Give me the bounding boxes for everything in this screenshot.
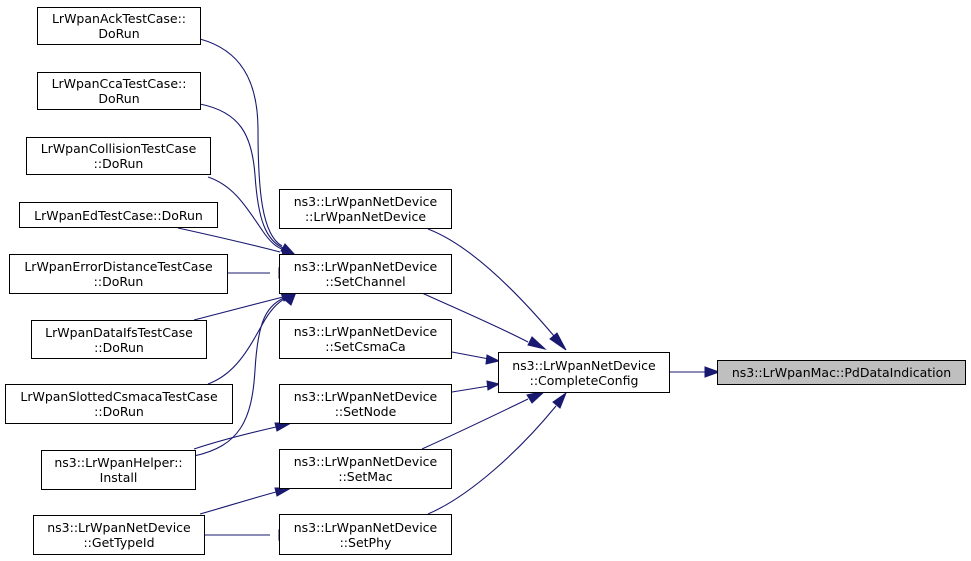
edge-setchannel-to-complete <box>421 292 529 343</box>
node-lrwpan-ed-testcase-dorun[interactable]: LrWpanEdTestCase::DoRun <box>19 202 218 228</box>
edge-collision-to-setchannel <box>207 176 285 251</box>
node-lrwpan-slotted-csmaca-testcase-dorun[interactable]: LrWpanSlottedCsmacaTestCase ::DoRun <box>5 384 233 424</box>
node-lrwpan-netdevice-completeconfig[interactable]: ns3::LrWpanNetDevice ::CompleteConfig <box>498 352 670 393</box>
node-label-line-1: LrWpanCcaTestCase:: <box>51 76 187 91</box>
node-label-line-1: LrWpanAckTestCase:: <box>51 11 187 26</box>
node-lrwpan-ack-testcase-dorun[interactable]: LrWpanAckTestCase:: DoRun <box>37 7 201 45</box>
arrowhead-complete-mid-upper <box>485 354 501 365</box>
node-lrwpan-error-distance-testcase-dorun[interactable]: LrWpanErrorDistanceTestCase ::DoRun <box>9 254 228 294</box>
node-label-line-1: LrWpanCollisionTestCase <box>40 141 197 156</box>
node-lrwpan-helper-install[interactable]: ns3::LrWpanHelper:: Install <box>41 450 196 490</box>
node-lrwpan-cca-testcase-dorun[interactable]: LrWpanCcaTestCase:: DoRun <box>37 72 201 110</box>
node-label-line-1: LrWpanDataIfsTestCase <box>45 324 193 340</box>
node-label-line-1: ns3::LrWpanNetDevice <box>293 259 438 274</box>
node-label-line-2: ::CompleteConfig <box>529 372 639 388</box>
node-label-line-2: ::SetNode <box>334 404 397 419</box>
node-label-line-1: ns3::LrWpanHelper:: <box>54 455 183 470</box>
edge-slotted-to-setchannel <box>207 297 287 385</box>
node-label-line-1: ns3::LrWpanNetDevice <box>512 357 656 373</box>
node-label-line-1: LrWpanEdTestCase::DoRun <box>34 207 203 223</box>
edge-dataifs-to-setchannel <box>193 296 284 321</box>
arrowhead-pddata <box>704 366 721 378</box>
node-label-line-1: ns3::LrWpanNetDevice <box>293 389 438 404</box>
node-lrwpan-mac-pddataindication: ns3::LrWpanMac::PdDataIndication <box>717 360 966 385</box>
edge-install-to-setnode <box>193 426 277 450</box>
edge-setmac-to-complete <box>421 398 529 450</box>
node-label-line-2: ::SetMac <box>338 469 393 484</box>
arrowhead-complete-mid-lower <box>486 380 501 391</box>
node-label-line-2: ::DoRun <box>94 339 144 355</box>
arrowhead-setnode <box>274 422 293 432</box>
node-label-line-1: ns3::LrWpanMac::PdDataIndication <box>731 365 952 380</box>
node-label-line-2: DoRun <box>98 26 140 41</box>
arrowhead-complete-bottom <box>552 391 568 409</box>
arrowhead-complete-lower <box>526 390 547 404</box>
node-label-line-2: ::SetPhy <box>339 534 392 550</box>
arrowhead-complete-top <box>549 332 567 351</box>
node-label-line-2: ::DoRun <box>94 404 144 419</box>
edge-ed-to-setchannel <box>177 227 281 253</box>
node-lrwpan-netdevice-setcsmaca[interactable]: ns3::LrWpanNetDevice ::SetCsmaCa <box>279 319 452 359</box>
edge-typeid-to-setmac <box>199 491 277 515</box>
node-lrwpan-netdevice-setphy[interactable]: ns3::LrWpanNetDevice ::SetPhy <box>279 514 452 555</box>
edge-setphy-to-complete <box>427 405 557 515</box>
node-label-line-1: LrWpanErrorDistanceTestCase <box>24 259 213 274</box>
node-label-line-1: ns3::LrWpanNetDevice <box>293 194 438 209</box>
node-lrwpan-netdevice-constructor[interactable]: ns3::LrWpanNetDevice ::LrWpanNetDevice <box>279 189 452 229</box>
node-label-line-2: ::DoRun <box>93 274 144 289</box>
node-lrwpan-netdevice-setchannel[interactable]: ns3::LrWpanNetDevice ::SetChannel <box>279 254 452 294</box>
edge-setcsmaca-to-complete <box>451 351 490 360</box>
edge-setnode-to-complete <box>451 385 490 393</box>
arrowhead-setmac <box>274 487 293 497</box>
edge-cca-to-setchannel <box>199 103 284 249</box>
edge-ctor-to-complete <box>427 228 555 337</box>
node-label-line-2: ::SetCsmaCa <box>325 339 406 354</box>
node-lrwpan-netdevice-gettypeid[interactable]: ns3::LrWpanNetDevice ::GetTypeId <box>33 515 205 555</box>
edge-ack-to-setchannel <box>199 38 283 247</box>
node-label-line-1: ns3::LrWpanNetDevice <box>293 324 438 339</box>
node-lrwpan-netdevice-setnode[interactable]: ns3::LrWpanNetDevice ::SetNode <box>279 384 452 424</box>
node-label-line-2: ::DoRun <box>93 156 144 171</box>
node-label-line-1: ns3::LrWpanNetDevice <box>293 519 438 535</box>
node-label-line-1: ns3::LrWpanNetDevice <box>293 454 438 469</box>
node-label-line-1: LrWpanSlottedCsmacaTestCase <box>20 389 218 404</box>
arrowhead-setchannel-e <box>284 290 298 306</box>
arrowhead-complete-upper <box>527 336 547 350</box>
node-lrwpan-collision-testcase-dorun[interactable]: LrWpanCollisionTestCase ::DoRun <box>26 137 211 175</box>
node-label-line-2: ::LrWpanNetDevice <box>304 209 427 224</box>
node-label-line-2: ::GetTypeId <box>83 535 155 550</box>
edge-install-to-setchannel <box>193 295 289 457</box>
node-label-line-2: DoRun <box>98 91 140 106</box>
node-lrwpan-data-ifs-testcase-dorun[interactable]: LrWpanDataIfsTestCase ::DoRun <box>31 320 207 359</box>
node-label-line-2: ::SetChannel <box>325 274 406 289</box>
node-label-line-1: ns3::LrWpanNetDevice <box>47 520 191 535</box>
node-lrwpan-netdevice-setmac[interactable]: ns3::LrWpanNetDevice ::SetMac <box>279 449 452 489</box>
node-label-line-2: Install <box>99 470 138 485</box>
